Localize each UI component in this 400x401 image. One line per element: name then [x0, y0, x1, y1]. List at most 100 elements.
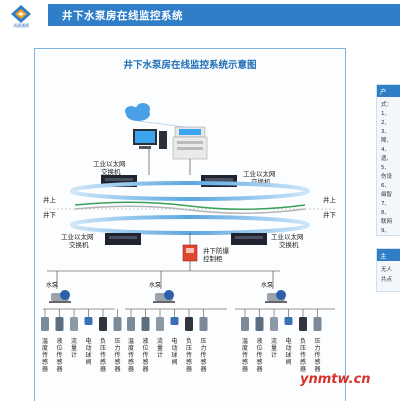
- sensor-label-char: 位: [143, 344, 149, 352]
- diagram-title: 井下水泵房在线监控系统示意图: [123, 60, 257, 71]
- server-icon: [172, 126, 208, 160]
- sensor-label-char: 量: [71, 345, 77, 352]
- controller-label: 井下防爆: [203, 246, 230, 255]
- sensor-label-char: 器: [201, 366, 207, 373]
- sensor-label-char: 感: [115, 358, 121, 366]
- pressure-sensor-icon: [113, 317, 122, 331]
- sidebar-line: 2、: [381, 120, 390, 126]
- flowmeter-icon: [270, 317, 278, 331]
- sidebar-line: 共点: [381, 277, 393, 283]
- sidebar-line: 1、: [381, 111, 390, 117]
- sensor-label-char: 传: [242, 351, 248, 359]
- sensor-label-char: 压: [100, 345, 106, 352]
- sidebar-line: 缀智: [381, 192, 393, 198]
- sensor-label-char: 液: [143, 337, 149, 345]
- sensor-label-char: 阀: [286, 358, 292, 366]
- switch-upper-left-label-2: 交换机: [101, 167, 121, 176]
- electric-valve-icon: [84, 317, 93, 325]
- shaft-bottom-right: 井下: [323, 210, 337, 219]
- sensor-label-char: 度: [42, 344, 48, 352]
- sensor-label-char: 电: [286, 337, 292, 345]
- pump-icon: [49, 290, 71, 303]
- sensor-label-char: 球: [86, 351, 92, 359]
- vacuum-sensor-icon: [99, 317, 107, 331]
- sensor-label-char: 传: [186, 351, 192, 359]
- sensor-label-char: 动: [286, 345, 292, 352]
- sensor-label-char: 负: [186, 337, 192, 345]
- sensor-label-char: 器: [100, 366, 106, 373]
- upper-ring-network: [70, 181, 310, 201]
- sensor-label-char: 器: [186, 366, 192, 373]
- sensor-label-char: 量: [157, 345, 163, 352]
- sensor-label-char: 度: [128, 344, 134, 352]
- sensor-label-char: 传: [100, 351, 106, 359]
- switch-lower-right-label-2: 交换机: [279, 240, 299, 249]
- sensor-label-char: 阀: [86, 358, 92, 366]
- upper-ring-label: 井上环网: [175, 186, 202, 195]
- switch-upper-left-label: 工业以太网: [93, 159, 126, 168]
- sidebar-line: 遗、: [381, 156, 393, 162]
- system-diagram: 工业以太网 交换机 工业以太网 交换机 井上环网 井上 井下 井上 井下 井下环…: [41, 103, 337, 373]
- sidebar-line: 无人: [381, 267, 393, 273]
- sensor-label-char: 器: [57, 366, 63, 373]
- page-title: 井下水泵房在线监控系统: [62, 10, 183, 22]
- sensor-label-char: 流: [71, 337, 77, 345]
- sensor-label-char: 传: [315, 351, 321, 359]
- sensor-label-char: 感: [186, 358, 192, 366]
- sensor-label-char: 传: [257, 351, 263, 359]
- pump-icon: [153, 290, 175, 303]
- sensor-label-char: 感: [300, 358, 306, 366]
- temperature-sensor-icon: [127, 317, 135, 331]
- pump-label-1: 水泵: [46, 281, 58, 289]
- flowmeter-icon: [70, 317, 78, 331]
- sensor-label-char: 球: [172, 351, 178, 359]
- sensor-label-char: 器: [128, 366, 134, 373]
- sensor-label-char: 传: [42, 351, 48, 359]
- sensor-label-char: 压: [115, 338, 121, 345]
- sidebar-line: 7、: [381, 201, 390, 207]
- sidebar-line: 8、: [381, 210, 390, 216]
- sensor-label-char: 器: [257, 366, 263, 373]
- sensor-rows: 温度传感器液位传感器流量计电动球阀负压传感器压力传感器温度传感器液位传感器流量计…: [41, 309, 322, 373]
- switch-lower-left: [105, 233, 141, 245]
- switch-upper-right-label: 工业以太网: [243, 169, 276, 178]
- sensor-label-char: 器: [115, 366, 121, 373]
- sensor-label-char: 球: [286, 351, 292, 359]
- level-sensor-icon: [255, 317, 264, 331]
- sidebar-panel-1-title: 产: [380, 88, 387, 96]
- watermark: ynmtw.cn: [300, 372, 371, 387]
- sensor-label-char: 计: [71, 351, 77, 359]
- sidebar-panel-2-head: 主: [377, 249, 400, 261]
- sensor-label-char: 负: [300, 337, 306, 345]
- sensor-label-char: 感: [201, 358, 207, 366]
- sensor-label-char: 负: [100, 337, 106, 345]
- header: 鸿源通德 井下水泵房在线监控系统: [0, 0, 400, 30]
- sensor-label-char: 器: [315, 366, 321, 373]
- switch-lower-right: [231, 233, 267, 245]
- sensor-label-char: 感: [315, 358, 321, 366]
- sensor-label-char: 传: [300, 351, 306, 359]
- sensor-label-char: 器: [242, 366, 248, 373]
- pressure-sensor-icon: [313, 317, 322, 331]
- sensor-label-char: 电: [86, 337, 92, 345]
- sensor-label-char: 力: [115, 344, 121, 352]
- electric-valve-icon: [170, 317, 179, 325]
- sensor-label-char: 感: [257, 358, 263, 366]
- sensor-label-char: 液: [257, 337, 263, 345]
- level-sensor-icon: [141, 317, 150, 331]
- sensor-label-char: 感: [128, 358, 134, 366]
- diagram-panel: 井下水泵房在线监控系统示意图: [34, 48, 346, 401]
- pump-group-2: 水泵: [125, 271, 227, 310]
- sensor-label-char: 力: [201, 344, 207, 352]
- vacuum-sensor-icon: [185, 317, 193, 331]
- sensor-label-char: 电: [172, 337, 178, 345]
- sensor-label-char: 压: [300, 345, 306, 352]
- sensor-label-char: 感: [242, 358, 248, 366]
- sensor-label-char: 阀: [172, 358, 178, 366]
- sensor-label-char: 温: [242, 337, 248, 345]
- sensor-label-char: 压: [315, 338, 321, 345]
- sensor-label-char: 力: [315, 344, 321, 352]
- pump-label-3: 水泵: [261, 281, 273, 289]
- switch-lower-left-label-2: 交换机: [69, 240, 89, 249]
